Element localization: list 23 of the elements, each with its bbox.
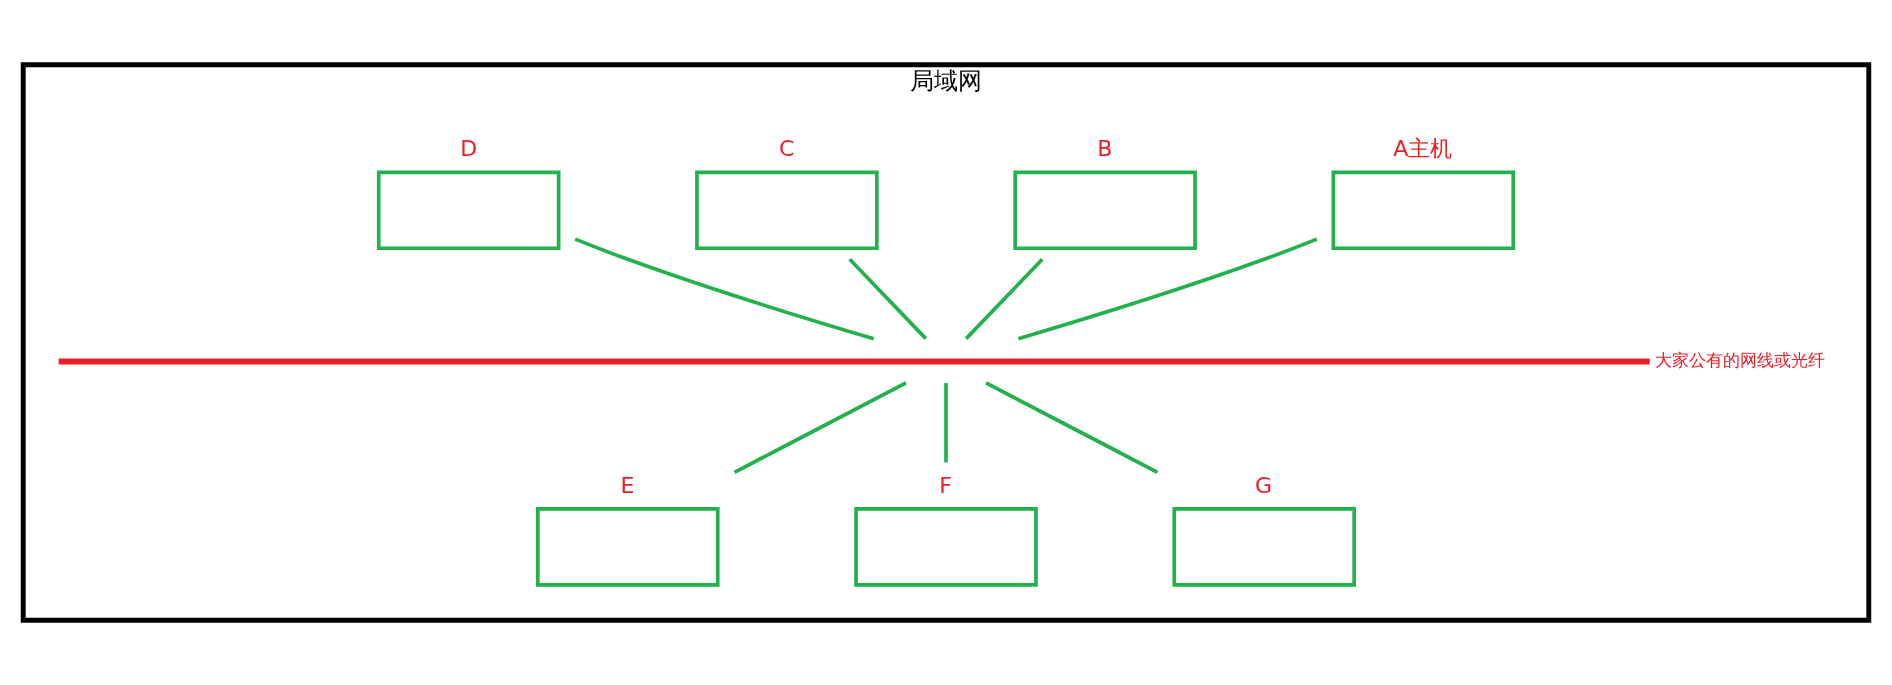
- node-label: F: [939, 472, 952, 498]
- connector: [944, 383, 948, 463]
- connector: [574, 237, 875, 341]
- node-label: 大家公有的网线或光纤: [1654, 350, 1825, 370]
- node-label: C: [778, 136, 795, 162]
- node-label: E: [620, 472, 635, 498]
- node-label: D: [460, 136, 478, 162]
- node-box: [536, 507, 720, 587]
- node-label: G: [1255, 472, 1273, 498]
- node-box: [1172, 507, 1356, 587]
- node-box: [695, 170, 879, 251]
- connector: [964, 258, 1044, 340]
- node-box: [854, 507, 1038, 587]
- node-label: A主机: [1393, 136, 1453, 162]
- node-box: [1013, 170, 1197, 251]
- connector: [1017, 237, 1318, 341]
- connector: [733, 381, 907, 474]
- node-label: B: [1097, 136, 1113, 162]
- node-bar: [58, 358, 1650, 365]
- connector: [985, 381, 1159, 474]
- node-box: [376, 170, 561, 251]
- node-box: [1331, 170, 1516, 251]
- connector: [848, 258, 928, 340]
